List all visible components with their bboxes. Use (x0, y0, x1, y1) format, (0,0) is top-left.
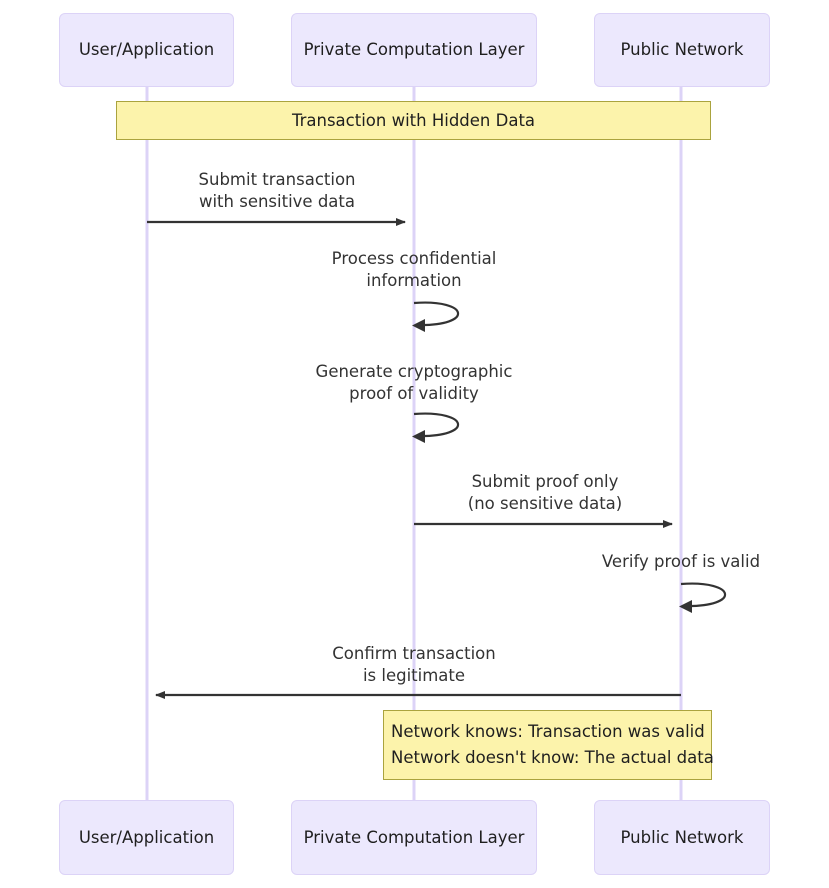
note-line-1: Network knows: Transaction was valid (391, 722, 705, 742)
message-label-4: Submit proof only (no sensitive data) (468, 471, 622, 515)
actor-label-public-bottom: Public Network (620, 827, 744, 847)
message-label-2-line-2: information (366, 270, 462, 290)
section-band-label: Transaction with Hidden Data (291, 111, 536, 130)
note-box-network-knowledge: Network knows: Transaction was valid Net… (383, 710, 714, 780)
message-label-2-line-1: Process confidential (331, 249, 497, 268)
actor-box-user-bottom[interactable]: User/Application (59, 800, 234, 875)
actor-label-private-top: Private Computation Layer (303, 40, 525, 60)
message-label-1-line-2: with sensitive data (198, 191, 356, 211)
message-label-2: Process confidential information (332, 248, 497, 292)
actor-box-user-top[interactable]: User/Application (59, 13, 234, 87)
actor-box-private-bottom[interactable]: Private Computation Layer (291, 800, 537, 875)
message-label-6: Confirm transaction is legitimate (332, 643, 496, 687)
note-line-2: Network doesn't know: The actual data (391, 748, 714, 767)
actor-box-public-bottom[interactable]: Public Network (594, 800, 770, 875)
message-label-1: Submit transaction with sensitive data (199, 169, 356, 213)
lifelines (145, 87, 683, 801)
message-selfloop-3 (412, 412, 460, 443)
actor-label-user-bottom: User/Application (78, 827, 215, 847)
actor-box-private-top[interactable]: Private Computation Layer (291, 13, 537, 87)
message-label-6-line-2: is legitimate (362, 665, 466, 685)
section-band-transaction: Transaction with Hidden Data (116, 101, 711, 140)
message-label-5-line-1: Verify proof is valid (601, 552, 761, 571)
message-selfloop-2 (412, 301, 460, 332)
actor-box-public-top[interactable]: Public Network (594, 13, 770, 87)
message-label-3-line-1: Generate cryptographic (315, 362, 513, 381)
message-label-1-line-1: Submit transaction (198, 170, 356, 189)
actor-label-public-top: Public Network (620, 40, 744, 60)
message-label-6-line-1: Confirm transaction (332, 644, 496, 663)
message-label-4-line-2: (no sensitive data) (467, 493, 623, 513)
message-label-5: Verify proof is valid (602, 551, 760, 573)
actor-label-private-bottom: Private Computation Layer (303, 827, 525, 847)
message-selfloop-5 (679, 582, 727, 613)
message-label-4-line-1: Submit proof only (471, 472, 619, 491)
actor-label-user-top: User/Application (78, 40, 215, 60)
message-label-3-line-2: proof of validity (349, 383, 479, 403)
message-label-3: Generate cryptographic proof of validity (316, 361, 513, 405)
